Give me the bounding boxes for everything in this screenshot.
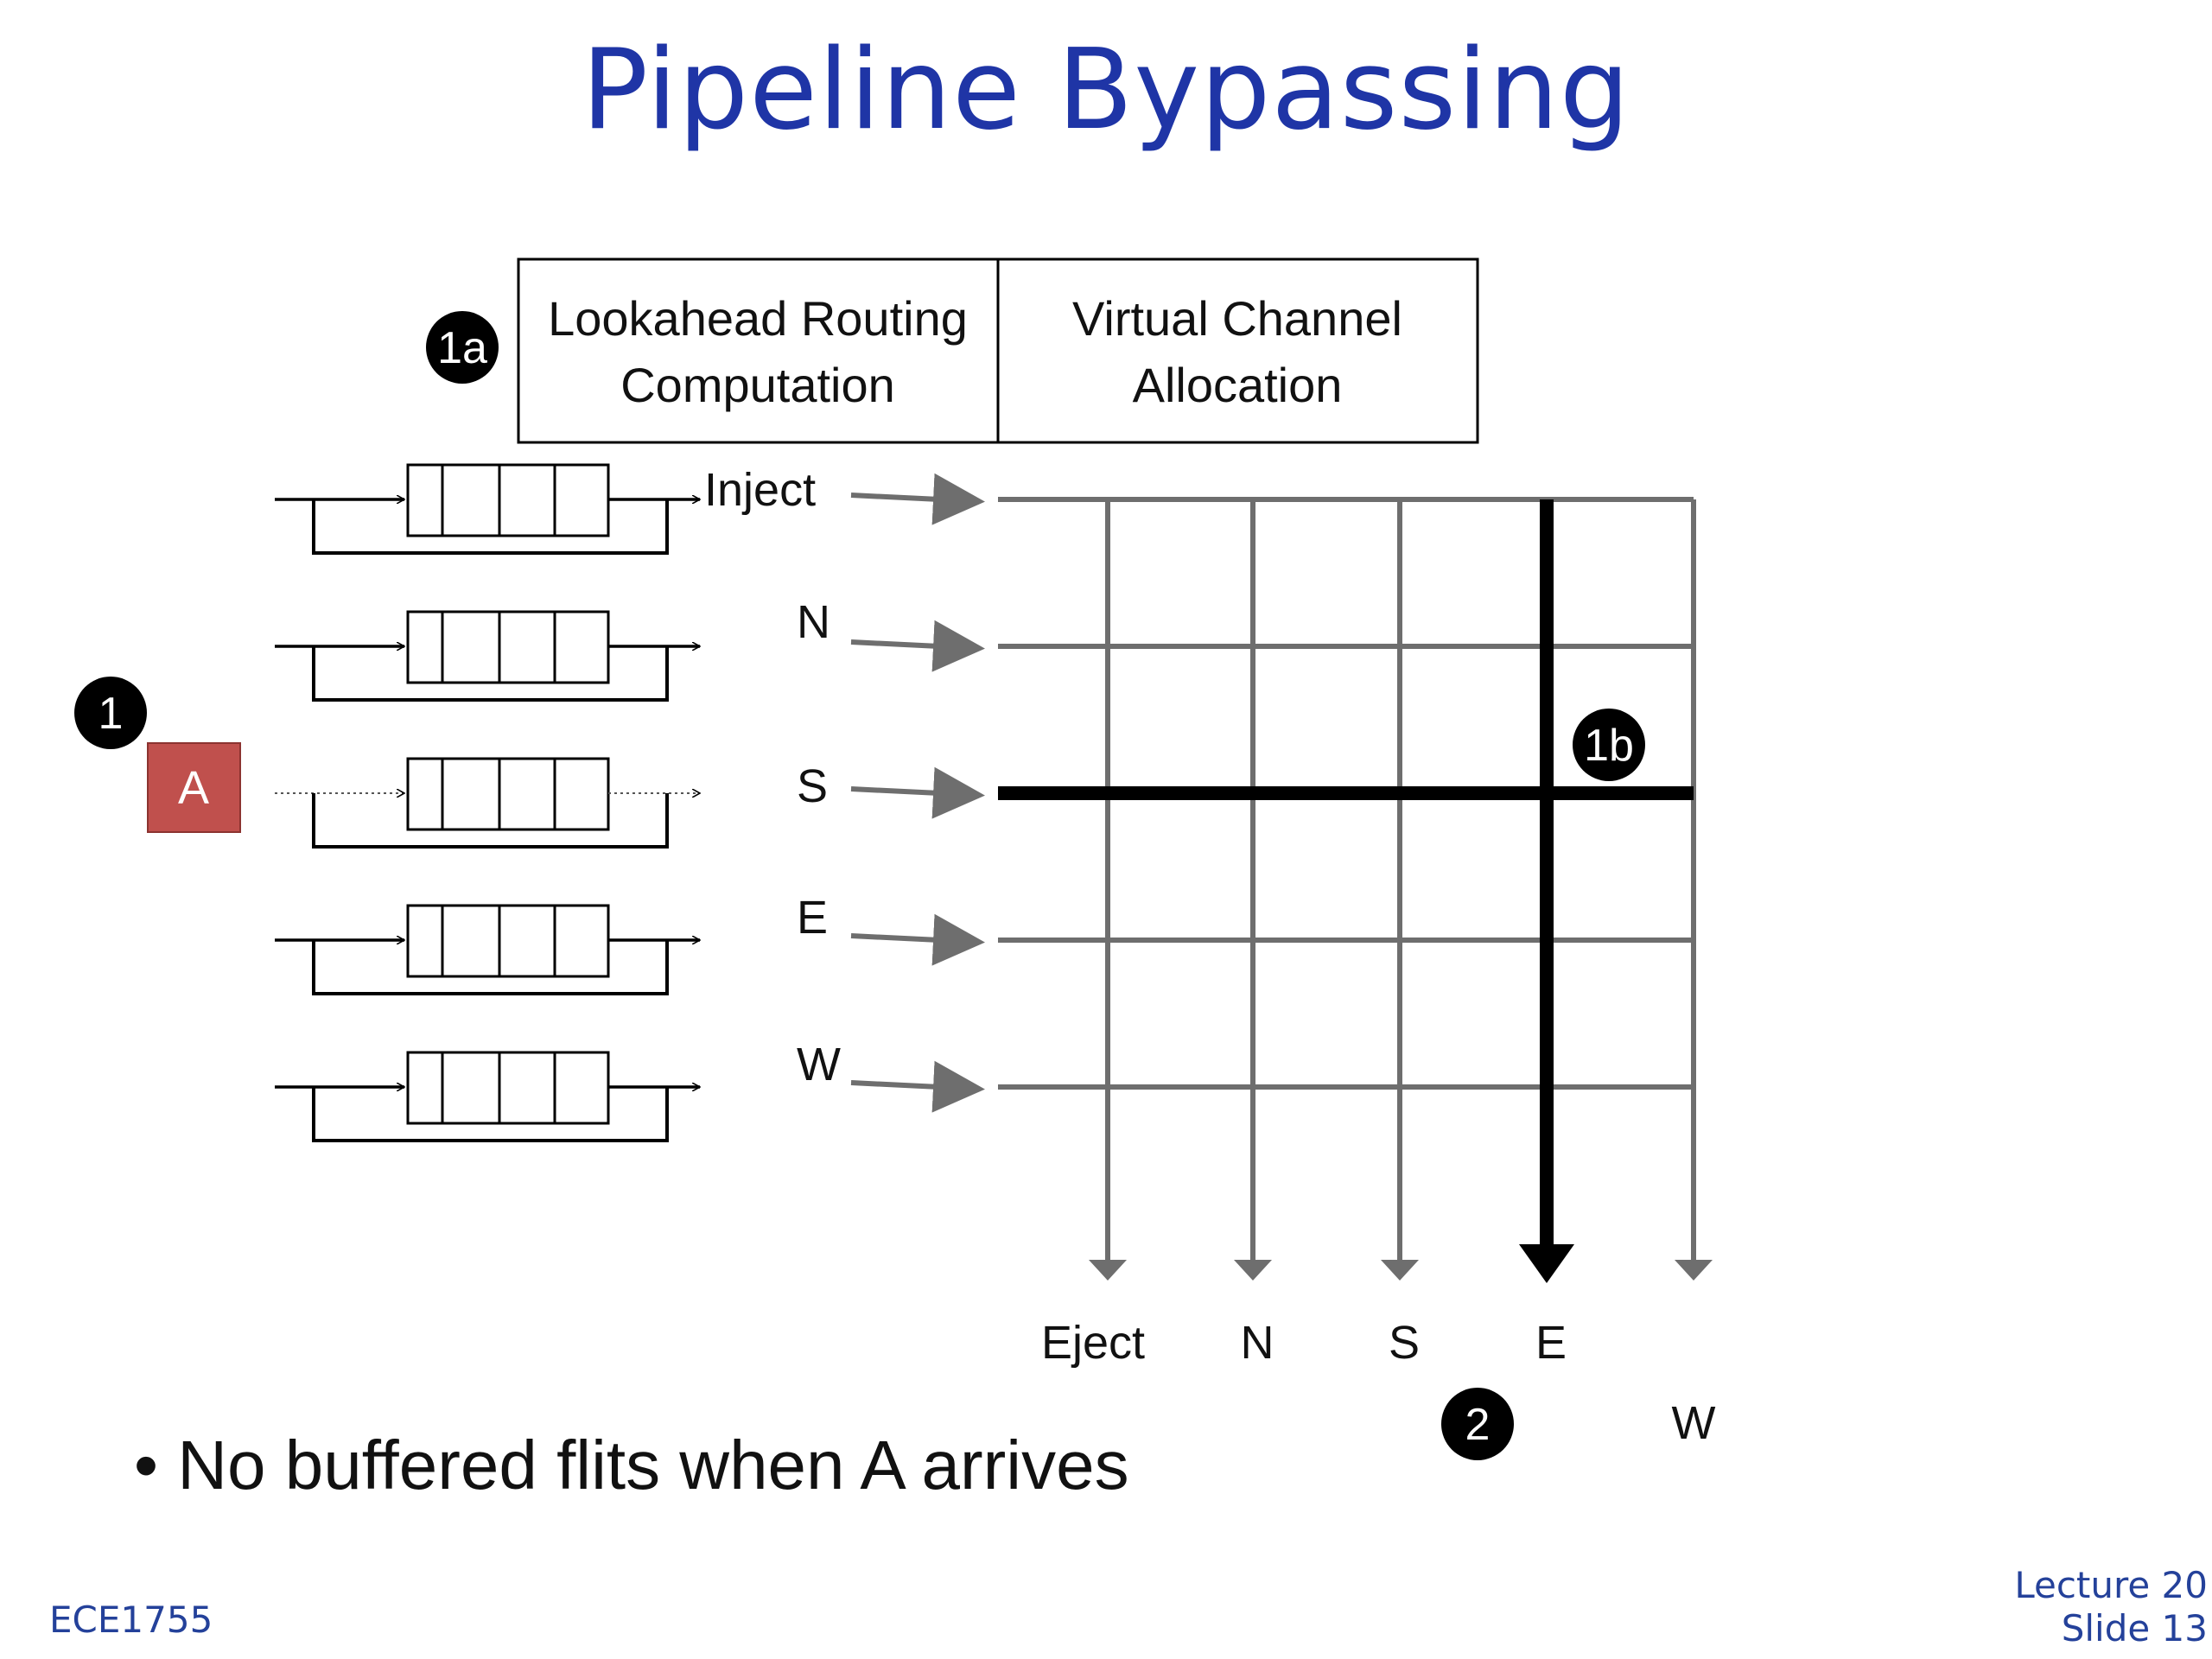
course-code: ECE1755	[49, 1599, 213, 1641]
input-port-labels: Inject N S E W	[704, 464, 841, 1090]
stage1-line2: Computation	[620, 358, 895, 412]
step-badges: 1 1a 1b 2	[74, 311, 1645, 1460]
stage1-line1: Lookahead Routing	[548, 291, 968, 346]
badge-2: 2	[1441, 1388, 1514, 1460]
svg-text:2: 2	[1465, 1400, 1491, 1450]
input-arrow-n	[850, 620, 985, 672]
stage2-line2: Allocation	[1133, 358, 1343, 412]
slide-info: Lecture 20 Slide 13	[2014, 1564, 2208, 1650]
svg-text:1: 1	[99, 689, 124, 739]
pipeline-stage-boxes: Lookahead Routing Computation Virtual Ch…	[517, 257, 1479, 444]
bullet-text: No buffered flits when A arrives	[177, 1427, 1129, 1503]
badge-1: 1	[74, 677, 147, 749]
lecture-number: Lecture 20	[2014, 1564, 2208, 1606]
buffer-box	[406, 610, 610, 684]
output-label-s: S	[1389, 1317, 1420, 1369]
input-buffer-s	[275, 757, 700, 849]
flit-a-label: A	[178, 762, 209, 814]
input-arrow-w	[850, 1060, 985, 1113]
buffer-loop	[312, 646, 669, 702]
crossbar-input-arrows	[850, 473, 985, 1113]
flit-a-box	[147, 742, 241, 833]
badge-1a: 1a	[426, 311, 499, 384]
active-output-arrowhead	[1519, 1244, 1574, 1283]
input-buffer-inject	[275, 463, 700, 555]
input-arrow-s	[850, 766, 985, 819]
flit-a: A	[147, 742, 241, 833]
buffer-loop	[312, 940, 669, 995]
bullet-point: • No buffered flits when A arrives	[134, 1427, 1129, 1503]
svg-text:1b: 1b	[1584, 721, 1634, 771]
buffer-loop	[312, 793, 669, 849]
input-arrow-e	[850, 913, 985, 966]
output-label-n: N	[1241, 1317, 1274, 1369]
output-arrowhead	[1089, 1260, 1127, 1281]
input-buffers	[275, 463, 700, 1142]
input-label-w: W	[797, 1039, 841, 1090]
input-buffer-e	[275, 904, 700, 995]
buffer-box	[406, 757, 610, 831]
input-label-inject: Inject	[704, 464, 816, 516]
svg-text:1a: 1a	[437, 323, 487, 373]
lookahead-routing-box	[517, 257, 1000, 444]
buffer-loop	[312, 499, 669, 555]
output-arrowhead	[1381, 1260, 1419, 1281]
input-buffer-n	[275, 610, 700, 702]
output-label-e: E	[1535, 1317, 1567, 1369]
input-label-n: N	[797, 596, 830, 648]
slide-title: Pipeline Bypassing	[581, 26, 1631, 155]
output-port-labels: Eject N S E W	[1041, 1317, 1716, 1449]
output-arrowhead	[1675, 1260, 1713, 1281]
output-label-w: W	[1672, 1397, 1716, 1449]
stage2-line1: Virtual Channel	[1072, 291, 1402, 346]
vc-allocation-box	[996, 257, 1479, 444]
input-label-s: S	[797, 760, 828, 812]
crossbar	[998, 497, 1713, 1283]
output-label-eject: Eject	[1041, 1317, 1145, 1369]
buffer-loop	[312, 1087, 669, 1142]
buffer-box	[406, 463, 610, 537]
slide-number: Slide 13	[2061, 1607, 2208, 1649]
badge-1b: 1b	[1573, 709, 1645, 781]
buffer-box	[406, 904, 610, 978]
output-arrowhead	[1234, 1260, 1272, 1281]
input-label-e: E	[797, 892, 828, 944]
input-arrow-inject	[850, 473, 985, 525]
buffer-box	[406, 1051, 610, 1125]
input-buffer-w	[275, 1051, 700, 1142]
